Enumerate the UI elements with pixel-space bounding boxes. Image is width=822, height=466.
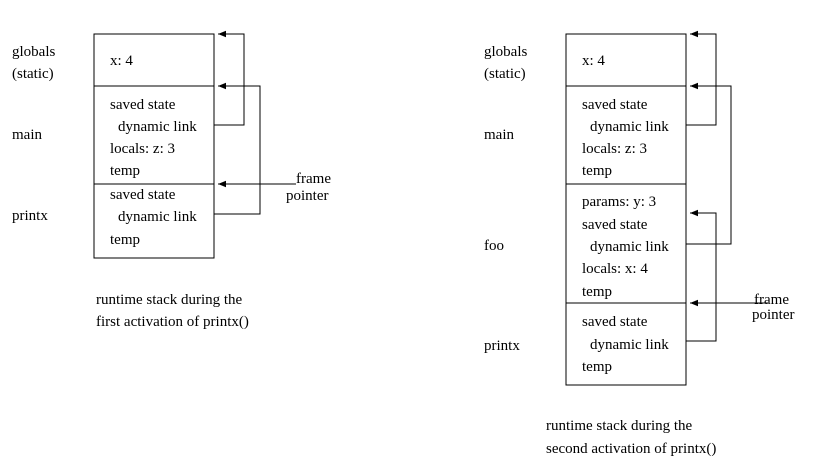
- left-stack: globals (static) main printx x: 4 saved …: [12, 30, 331, 330]
- right-foo-saved-state: saved state: [582, 217, 648, 233]
- left-printx-temp: temp: [110, 232, 140, 248]
- left-main-dynamic-link-arrow: [214, 30, 245, 126]
- right-printx-dynamic-link-arrow: [686, 209, 717, 342]
- right-main-locals: locals: z: 3: [582, 141, 647, 157]
- left-caption-line-2: first activation of printx(): [96, 314, 249, 330]
- right-printx-temp: temp: [582, 359, 612, 375]
- left-static-label: (static): [12, 66, 54, 82]
- right-foo-dynamic-link-arrow: [686, 82, 732, 245]
- right-main-temp: temp: [582, 163, 612, 179]
- left-caption-line-1: runtime stack during the: [96, 292, 243, 308]
- right-foo-label: foo: [484, 238, 504, 254]
- right-main-dynamic-link-arrow: [686, 30, 717, 126]
- right-main-dynamic-link: dynamic link: [590, 119, 669, 135]
- left-main-saved-state: saved state: [110, 97, 176, 113]
- left-main-locals: locals: z: 3: [110, 141, 175, 157]
- right-globals-x: x: 4: [582, 53, 605, 69]
- right-frame-pointer-label-1: frame: [754, 292, 789, 308]
- left-main-label: main: [12, 127, 42, 143]
- right-foo-locals: locals: x: 4: [582, 261, 648, 277]
- left-printx-frame: [93, 183, 215, 259]
- right-globals-label: globals: [484, 44, 527, 60]
- left-globals-x: x: 4: [110, 53, 133, 69]
- right-foo-temp: temp: [582, 284, 612, 300]
- left-printx-label: printx: [12, 208, 48, 224]
- left-main-dynamic-link: dynamic link: [118, 119, 197, 135]
- left-printx-dynamic-link: dynamic link: [118, 209, 197, 225]
- right-foo-params: params: y: 3: [582, 194, 656, 210]
- left-main-temp: temp: [110, 163, 140, 179]
- right-main-label: main: [484, 127, 514, 143]
- right-static-label: (static): [484, 66, 526, 82]
- right-printx-label: printx: [484, 338, 520, 354]
- right-caption-line-2: second activation of printx(): [546, 441, 716, 457]
- left-globals-label: globals: [12, 44, 55, 60]
- right-printx-frame: [565, 302, 687, 386]
- right-printx-saved-state: saved state: [582, 314, 648, 330]
- right-main-saved-state: saved state: [582, 97, 648, 113]
- left-printx-dynamic-link-arrow: [214, 82, 261, 215]
- right-foo-dynamic-link: dynamic link: [590, 239, 669, 255]
- right-printx-dynamic-link: dynamic link: [590, 337, 669, 353]
- left-frame-pointer-label-2: pointer: [286, 188, 329, 204]
- left-frame-pointer-label-1: frame: [296, 171, 331, 187]
- right-caption-line-1: runtime stack during the: [546, 418, 693, 434]
- right-stack: globals (static) main foo printx x: 4 sa…: [484, 30, 795, 457]
- right-frame-pointer-label-2: pointer: [752, 307, 795, 323]
- left-printx-saved-state: saved state: [110, 187, 176, 203]
